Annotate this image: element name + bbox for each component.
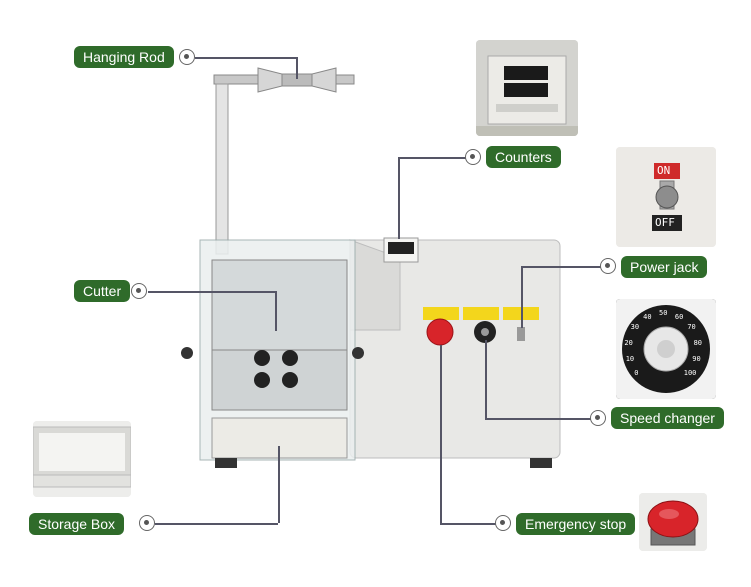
- dial-scale-label: 0: [634, 368, 639, 377]
- dial-scale-label: 80: [693, 338, 702, 347]
- drawer-icon: [211, 417, 348, 459]
- hanging-rod-connector: [195, 57, 296, 59]
- counters-connector-v: [398, 157, 400, 239]
- counter-display-icon: [476, 40, 578, 136]
- storage-drawer-photo: [33, 421, 131, 497]
- speed-changer-marker: [590, 410, 606, 426]
- cutter-connector: [148, 291, 275, 293]
- dial-scale-label: 70: [687, 323, 696, 332]
- cutter-label: Cutter: [74, 280, 131, 302]
- power-jack-marker: [600, 258, 616, 274]
- speed-changer-connector: [485, 418, 591, 420]
- hanging-rod-connector-v: [296, 57, 298, 79]
- emergency-stop-connector: [440, 523, 496, 525]
- switch-off-text: OFF: [655, 216, 675, 229]
- dial-scale-label: 20: [624, 338, 633, 347]
- dial-scale-label: 50: [659, 309, 668, 317]
- power-jack-connector-v: [521, 266, 523, 328]
- counters-connector: [398, 157, 466, 159]
- dial-scale-label: 100: [683, 368, 697, 377]
- power-jack-label: Power jack: [621, 256, 708, 278]
- hanging-rod-label: Hanging Rod: [74, 46, 174, 68]
- switch-on-text: ON: [657, 164, 671, 177]
- counters-label: Counters: [486, 146, 561, 168]
- storage-box-label: Storage Box: [29, 513, 125, 535]
- dial-scale-label: 30: [630, 323, 640, 332]
- dial-scale-label: 60: [674, 312, 684, 321]
- hanging-rod-marker: [179, 49, 195, 65]
- speed-changer-connector-v: [485, 340, 487, 418]
- emergency-stop-connector-v: [440, 345, 442, 523]
- cutter-connector-v: [275, 291, 277, 331]
- storage-box-marker: [139, 515, 155, 531]
- storage-box-connector: [155, 523, 278, 525]
- counters-marker: [465, 149, 481, 165]
- dial-scale-label: 40: [643, 312, 652, 321]
- dial-scale-label: 10: [625, 354, 635, 363]
- cutter-marker: [131, 283, 147, 299]
- stop-button-icon: [639, 493, 707, 551]
- speed-changer-label: Speed changer: [611, 407, 724, 429]
- toggle-switch-icon: ON OFF: [616, 147, 716, 247]
- emergency-stop-marker: [495, 515, 511, 531]
- power-jack-connector: [521, 266, 601, 268]
- dial-scale-label: 90: [692, 354, 701, 363]
- hanging-rod-icon: [213, 67, 355, 255]
- storage-box-connector-v: [278, 446, 280, 523]
- emergency-stop-label: Emergency stop: [516, 513, 636, 535]
